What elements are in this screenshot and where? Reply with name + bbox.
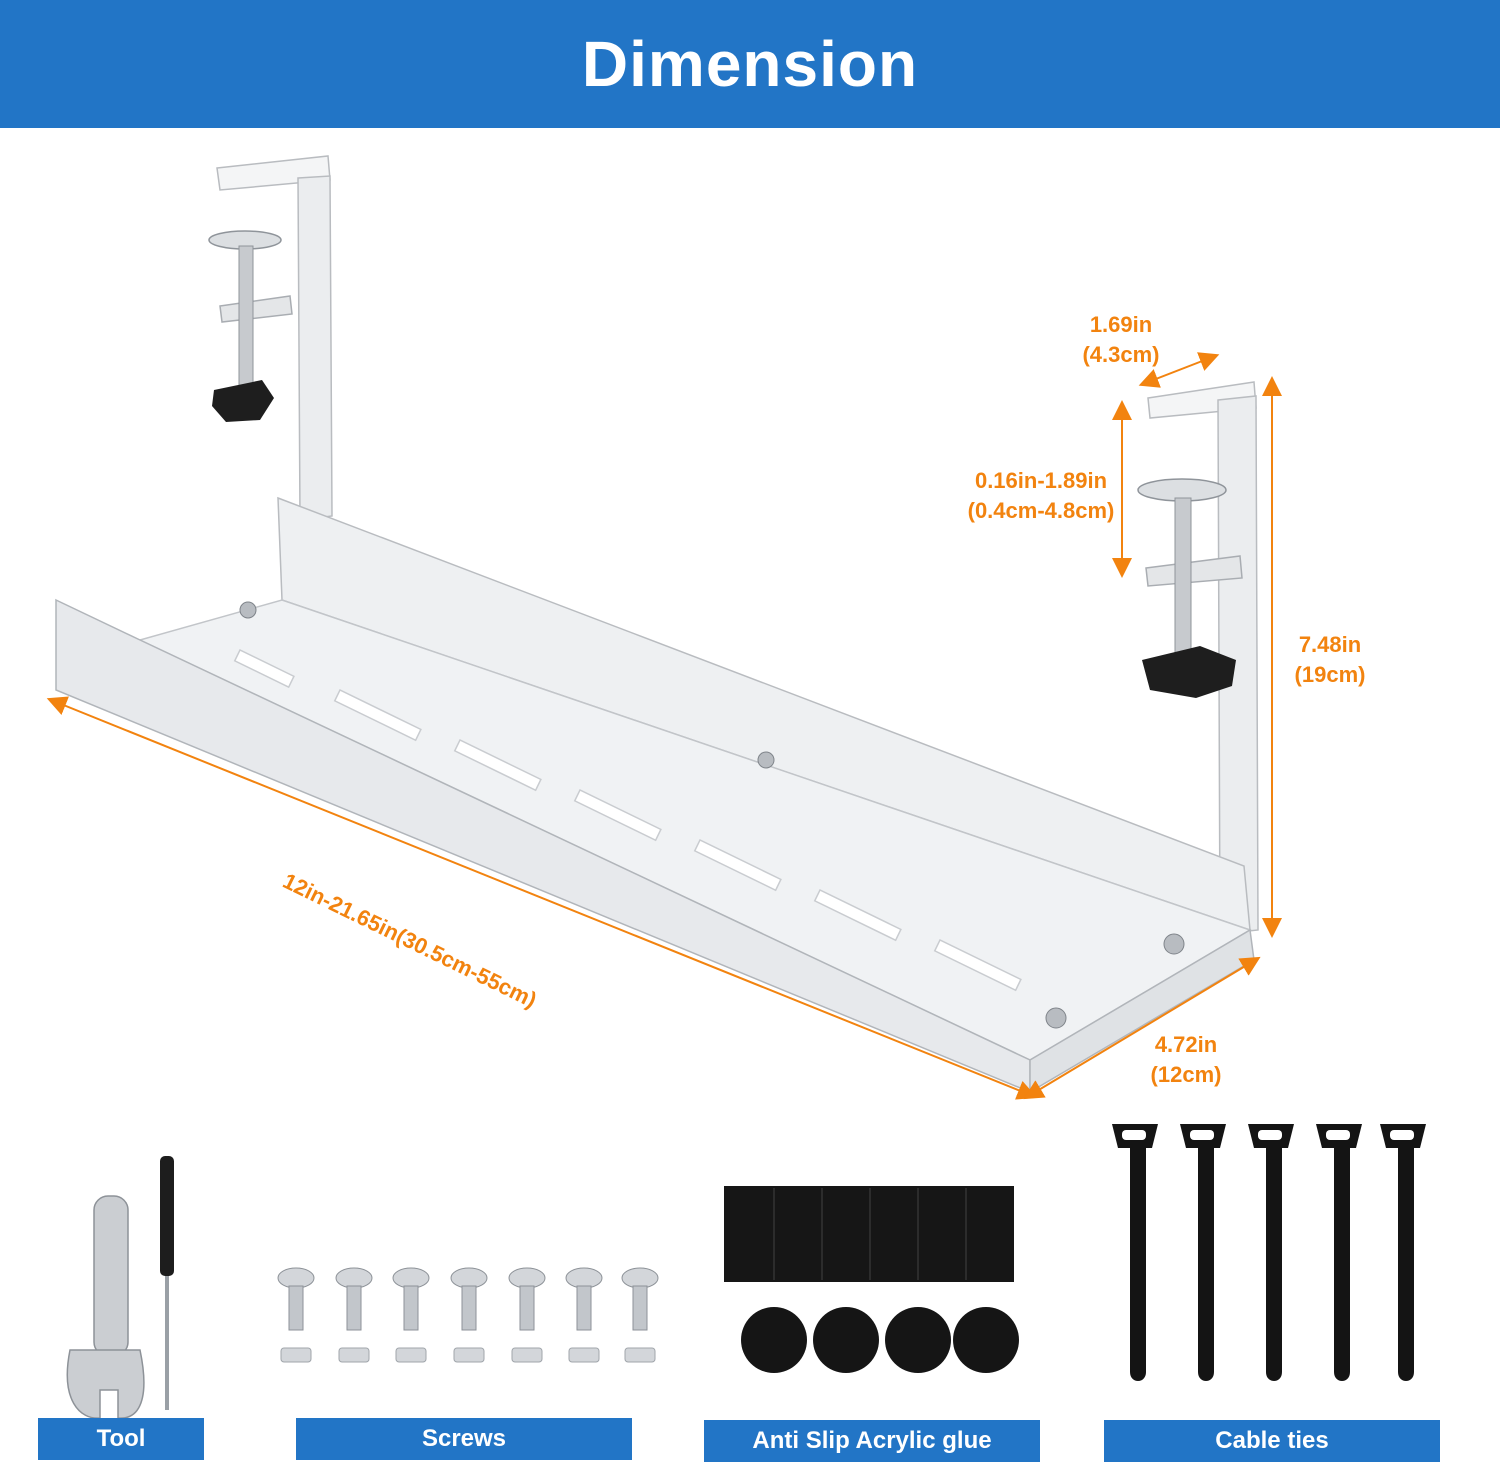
dim-height: 7.48in (19cm): [1294, 632, 1366, 687]
cable-ties-group: [1112, 1124, 1426, 1381]
screw-icon: [392, 1267, 430, 1363]
caption-screws: Screws: [296, 1418, 632, 1460]
dim-depth: 4.72in (12cm): [1150, 1032, 1222, 1087]
screws-group: [277, 1267, 659, 1363]
screw-icon: [335, 1267, 373, 1363]
dim-clamp-width: 1.69in (4.3cm): [1082, 312, 1160, 367]
caption-tool: Tool: [38, 1418, 204, 1460]
caption-glue: Anti Slip Acrylic glue: [704, 1420, 1040, 1462]
adhesive-pad-icon: [885, 1307, 951, 1373]
cable-tie-icon: [1380, 1124, 1426, 1381]
cable-tie-icon: [1112, 1124, 1158, 1381]
screw-icon: [621, 1267, 659, 1363]
screwdriver-icon: [160, 1156, 174, 1410]
screw-icon: [450, 1267, 488, 1363]
screw-icon: [565, 1267, 603, 1363]
adhesive-pad-icon: [741, 1307, 807, 1373]
dimension-lines: [46, 352, 1282, 1100]
adhesive-pads-group: [724, 1186, 1019, 1373]
screw-icon: [508, 1267, 546, 1363]
cable-tray: [55, 496, 1255, 1094]
caption-cable-ties: Cable ties: [1104, 1420, 1440, 1462]
page-title: Dimension: [581, 28, 919, 100]
adhesive-pad-icon: [953, 1307, 1019, 1373]
left-clamp-bracket: [208, 155, 333, 521]
adhesive-pad-icon: [813, 1307, 879, 1373]
right-clamp-bracket: [1137, 381, 1259, 935]
dim-clamp-opening: 0.16in-1.89in (0.4cm-4.8cm): [967, 468, 1115, 523]
screw-icon: [277, 1267, 315, 1363]
cable-tie-icon: [1316, 1124, 1362, 1381]
wrench-icon: [66, 1195, 145, 1419]
cable-tie-icon: [1248, 1124, 1294, 1381]
header-banner: Dimension: [0, 0, 1500, 128]
cable-tie-icon: [1180, 1124, 1226, 1381]
